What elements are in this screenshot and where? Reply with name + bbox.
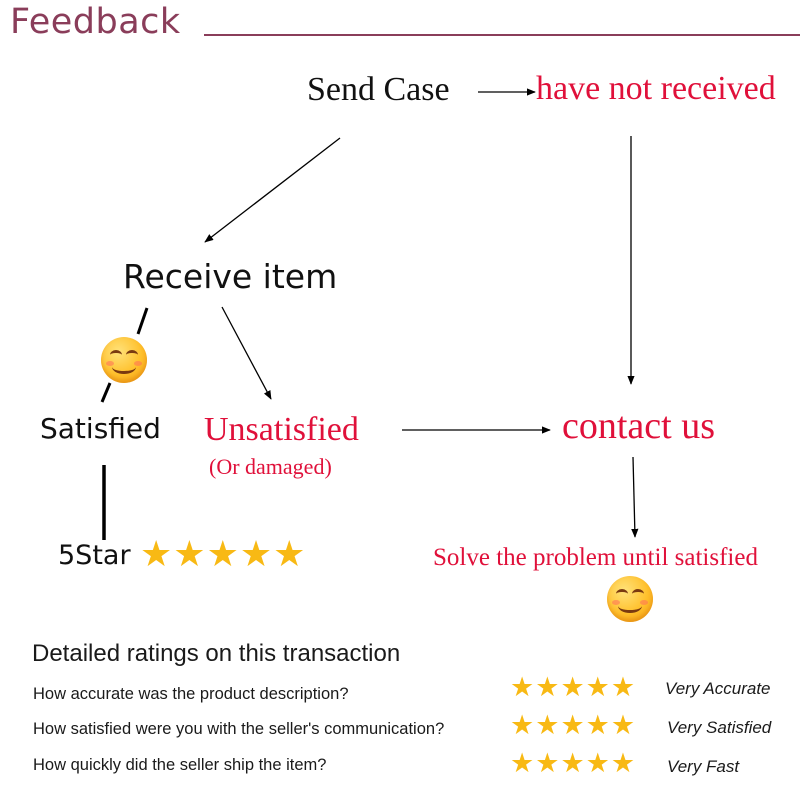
five-star-label: 5Star (58, 540, 131, 571)
star-icon: ★ (610, 748, 637, 778)
rating-label-accuracy: Very Accurate (665, 679, 771, 698)
unsatisfied-label: Unsatisfied (204, 411, 359, 448)
rating-question-shipping: How quickly did the seller ship the item… (33, 756, 327, 774)
star-icon: ★ (535, 748, 561, 778)
rating-stars-shipping: ★★★★★ (510, 748, 636, 779)
line-smiley-to-satisfied (100, 382, 112, 403)
star-icon: ★ (610, 710, 637, 740)
star-icon: ★ (610, 672, 637, 702)
star-icon: ★ (510, 672, 536, 702)
star-icon: ★ (560, 748, 586, 778)
star-icon: ★ (585, 748, 611, 778)
star-icon: ★ (535, 672, 561, 702)
rating-stars-communication: ★★★★★ (510, 710, 636, 741)
page-title: Feedback (10, 2, 181, 42)
line-receive-to-smiley (136, 307, 149, 335)
star-icon: ★ (206, 533, 240, 574)
header-divider (204, 34, 800, 36)
star-icon: ★ (560, 710, 586, 740)
rating-stars-accuracy: ★★★★★ (510, 672, 636, 703)
rating-question-communication: How satisfied were you with the seller's… (33, 720, 445, 738)
ratings-title: Detailed ratings on this transaction (32, 640, 401, 667)
star-icon: ★ (560, 672, 586, 702)
send-case-label: Send Case (307, 71, 450, 108)
damaged-note: (Or damaged) (209, 454, 332, 479)
arrow-send-to-receive (204, 137, 341, 243)
satisfied-label: Satisfied (40, 412, 161, 445)
star-icon: ★ (173, 533, 207, 574)
star-icon: ★ (535, 710, 561, 740)
star-icon: ★ (140, 533, 174, 574)
contact-us-label: contact us (562, 405, 716, 447)
five-star-icons: ★★★★★ (140, 533, 306, 575)
solve-problem-label: Solve the problem until satisfied (433, 544, 758, 571)
star-icon: ★ (510, 748, 536, 778)
rating-label-communication: Very Satisfied (667, 718, 772, 737)
smiling-face-icon (607, 576, 653, 622)
star-icon: ★ (585, 672, 611, 702)
star-icon: ★ (239, 533, 274, 574)
rating-label-shipping: Very Fast (667, 757, 740, 776)
arrow-receive-to-unsatisfied (221, 306, 272, 400)
star-icon: ★ (510, 710, 536, 740)
arrow-contact-to-solve (631, 456, 639, 538)
smiling-face-icon (101, 337, 147, 383)
have-not-received-label: have not received (536, 70, 776, 107)
rating-question-accuracy: How accurate was the product description… (33, 685, 349, 703)
star-icon: ★ (585, 710, 611, 740)
star-icon: ★ (273, 533, 307, 574)
receive-item-label: Receive item (123, 257, 338, 296)
